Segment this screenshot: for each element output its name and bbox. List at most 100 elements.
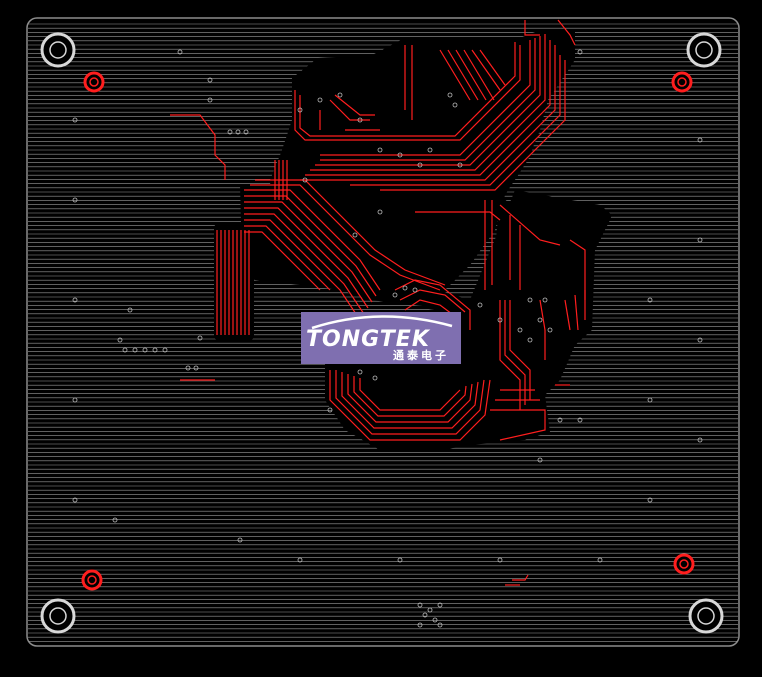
trace xyxy=(574,294,579,331)
via xyxy=(72,397,78,403)
trace xyxy=(564,299,571,331)
trace xyxy=(250,184,441,291)
via xyxy=(647,497,653,503)
trace xyxy=(244,201,373,303)
trace xyxy=(335,370,485,435)
trace xyxy=(455,49,487,101)
corner-mount-hole xyxy=(686,32,722,68)
trace xyxy=(341,372,479,429)
via xyxy=(127,307,133,313)
via xyxy=(72,297,78,303)
trace xyxy=(315,36,541,166)
via xyxy=(377,209,383,215)
via xyxy=(527,297,533,303)
via xyxy=(197,335,203,341)
copper-mount-hole xyxy=(83,71,105,93)
tongtek-logo: TONGTEK 通泰电子 xyxy=(301,312,461,364)
trace xyxy=(447,49,479,101)
via xyxy=(357,117,363,123)
copper-mount-hole xyxy=(671,71,693,93)
via xyxy=(377,147,383,153)
via xyxy=(577,49,583,55)
via xyxy=(185,365,191,371)
trace xyxy=(300,45,556,181)
via xyxy=(497,557,503,563)
trace xyxy=(244,231,321,291)
trace xyxy=(353,376,467,417)
logo-subtitle: 通泰电子 xyxy=(393,348,449,362)
via xyxy=(122,347,128,353)
via xyxy=(302,177,308,183)
via xyxy=(697,437,703,443)
trace xyxy=(569,239,586,300)
via xyxy=(317,97,323,103)
via xyxy=(297,107,303,113)
via xyxy=(542,297,548,303)
via xyxy=(447,92,453,98)
trace xyxy=(329,99,370,121)
via xyxy=(417,162,423,168)
trace xyxy=(244,213,365,315)
corner-mount-hole xyxy=(40,32,76,68)
via xyxy=(437,602,443,608)
trace xyxy=(479,49,506,86)
trace xyxy=(471,49,501,91)
via xyxy=(237,537,243,543)
trace xyxy=(380,60,566,191)
trace xyxy=(359,378,461,411)
copper-mount-hole xyxy=(673,553,695,575)
via xyxy=(547,327,553,333)
via xyxy=(437,622,443,628)
trace xyxy=(255,179,446,286)
trace xyxy=(499,300,521,410)
via xyxy=(402,285,408,291)
trace xyxy=(394,279,471,330)
via xyxy=(397,152,403,158)
mounting-holes xyxy=(40,32,724,634)
via xyxy=(412,287,418,293)
via xyxy=(697,237,703,243)
trace xyxy=(320,38,536,161)
trace xyxy=(320,40,531,156)
trace xyxy=(499,204,561,246)
corner-mount-hole xyxy=(40,598,76,634)
via xyxy=(427,147,433,153)
via xyxy=(497,317,503,323)
via xyxy=(597,557,603,563)
copper-mount-hole xyxy=(81,569,103,591)
via xyxy=(235,129,241,135)
trace xyxy=(539,299,546,360)
via xyxy=(697,337,703,343)
via xyxy=(337,92,343,98)
trace xyxy=(490,409,546,441)
via xyxy=(72,497,78,503)
via xyxy=(207,77,213,83)
via xyxy=(517,327,523,333)
via xyxy=(372,375,378,381)
via xyxy=(162,347,168,353)
via xyxy=(577,417,583,423)
trace xyxy=(512,574,529,581)
via xyxy=(72,197,78,203)
via xyxy=(177,49,183,55)
trace xyxy=(334,94,375,116)
trace xyxy=(294,45,521,141)
via xyxy=(142,347,148,353)
trace xyxy=(170,114,226,180)
via xyxy=(557,417,563,423)
via xyxy=(452,102,458,108)
trace xyxy=(509,300,531,400)
trace xyxy=(415,211,501,221)
via xyxy=(527,337,533,343)
via xyxy=(697,137,703,143)
logo-brand: TONGTEK xyxy=(306,327,431,352)
via xyxy=(207,97,213,103)
via xyxy=(432,617,438,623)
via xyxy=(357,369,363,375)
via xyxy=(243,129,249,135)
via xyxy=(297,557,303,563)
via xyxy=(397,557,403,563)
trace xyxy=(310,34,546,171)
via xyxy=(537,457,543,463)
